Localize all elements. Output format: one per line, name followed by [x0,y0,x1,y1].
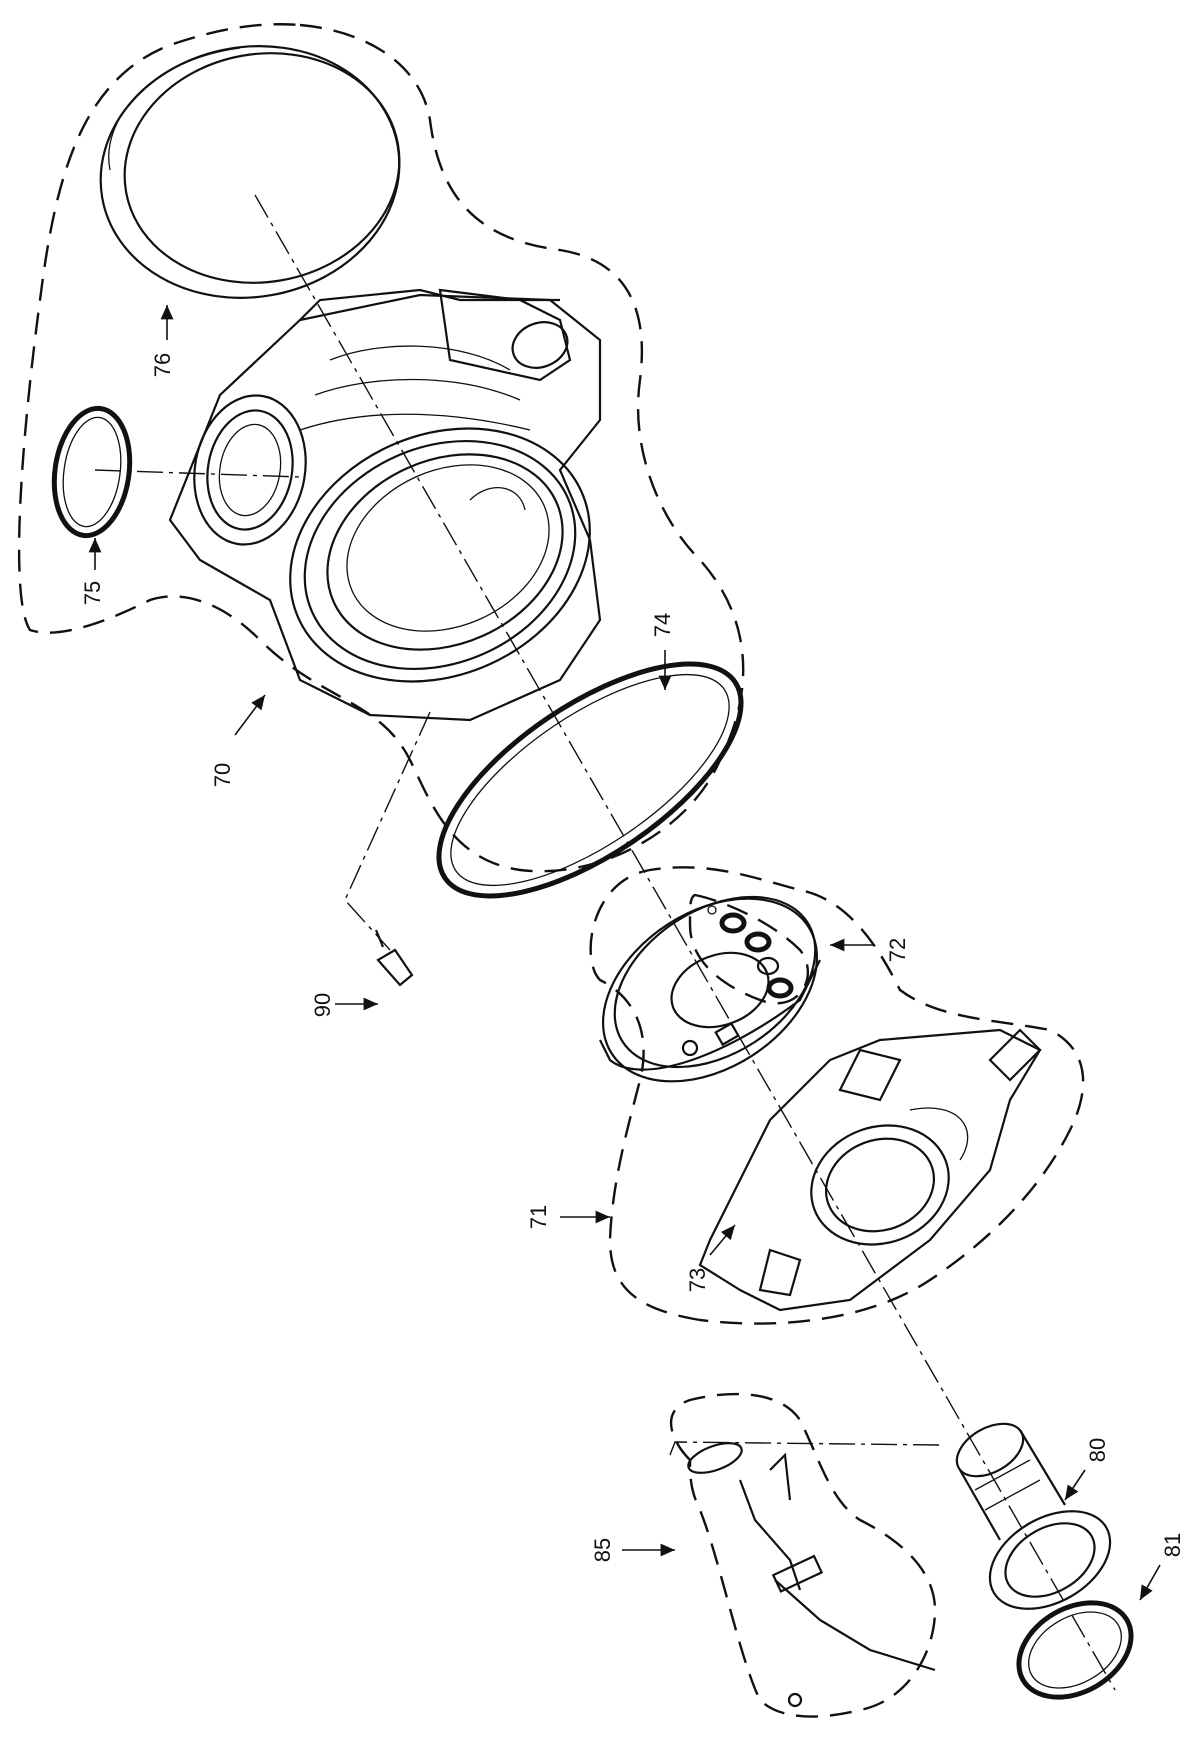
callout-74: 74 [650,613,675,637]
burner-tube-part-80 [955,1422,1112,1610]
group-71-outline [589,866,1085,1325]
sensor-part-90 [374,929,414,987]
callout-73: 73 [685,1268,710,1292]
burner-flange-part-71 [698,1028,1042,1312]
callout-76: 76 [150,353,175,377]
group-73-outline [688,893,810,1005]
callout-75: 75 [80,581,105,605]
axis-part-85 [669,1441,941,1456]
callout-85: 85 [590,1538,615,1562]
burner-housing-part-70 [168,288,602,722]
insulation-disc-part-72 [599,895,821,1083]
o-ring-part-75 [51,405,133,539]
callout-72: 72 [885,938,910,962]
seal-ring-part-81 [1016,1600,1134,1700]
leader-70 [234,694,266,736]
main-axis [254,194,1116,1691]
axis-sensor-90 [344,711,431,951]
leader-81 [1139,1564,1161,1601]
leader-73 [709,1224,736,1256]
ignition-electrode-part-85 [687,1442,936,1708]
group-70-outline [17,23,745,873]
gasket-ring-part-74 [436,661,744,899]
fastener-set-part-73 [707,905,794,999]
callout-70: 70 [210,763,235,787]
callout-71: 71 [526,1205,551,1229]
axis-part-75 [94,469,301,478]
callout-90: 90 [310,993,335,1017]
leader-80 [1064,1469,1086,1501]
callout-80: 80 [1085,1438,1110,1462]
cover-plate-part-76 [99,45,401,299]
callout-81: 81 [1160,1533,1185,1557]
